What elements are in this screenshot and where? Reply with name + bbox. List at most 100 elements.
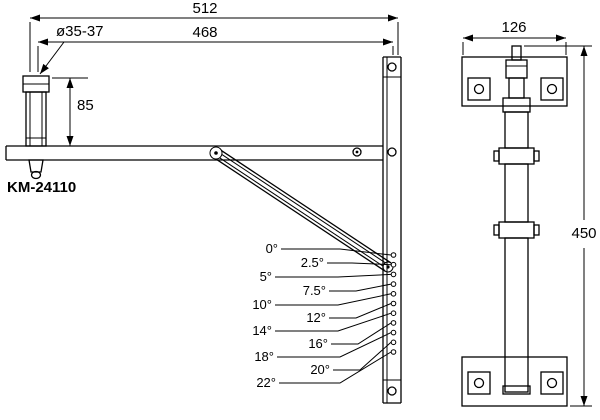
support-arm (5, 145, 383, 161)
bolt-square-left (467, 77, 491, 101)
bracket-arm-bolt (387, 147, 397, 157)
arrow-down (580, 396, 588, 406)
dim-arm-width: 468 (37, 24, 394, 72)
dim-label-468: 468 (192, 24, 217, 41)
leader-2-5deg (327, 262, 392, 266)
angle-hole-6 (390, 310, 397, 317)
clamp-upper (498, 147, 535, 165)
angle-hole-4 (390, 291, 397, 297)
pole-neck (508, 77, 525, 99)
leader-5deg (275, 273, 392, 278)
angle-hole-5 (390, 300, 397, 307)
strut-top-joint-center (214, 151, 218, 155)
dim-label-diameter: ø35-37 (56, 23, 104, 40)
dim-label-85: 85 (77, 97, 94, 114)
arrow-down (66, 136, 74, 146)
clamp-lower (498, 221, 535, 239)
pole-cap-side (505, 59, 528, 79)
leader-14deg (275, 312, 392, 332)
angle-hole-7 (390, 320, 397, 326)
leader-18deg (277, 332, 392, 358)
front-view: 512 468 ø35-37 85 (5, 0, 402, 404)
bolt-square-right (540, 77, 564, 101)
angle-label-0: 0° (266, 241, 278, 256)
angle-label-22: 22° (256, 375, 276, 390)
clamp-lower-tab-right (533, 224, 540, 236)
dim-total-width: 512 (29, 0, 399, 72)
strut-outer-lower (212, 156, 386, 272)
angle-hole-9 (390, 339, 397, 346)
angle-hole-3 (390, 281, 397, 287)
arrow (40, 63, 49, 74)
leader-20deg (333, 341, 392, 371)
leader-16deg (331, 322, 392, 345)
pole-collar (502, 97, 531, 113)
angle-label-14: 14° (252, 323, 272, 338)
dim-label-512: 512 (192, 0, 217, 17)
dim-pole-diameter: ø35-37 (39, 23, 104, 75)
arm-bolt-center (355, 150, 359, 154)
leader-0deg (281, 248, 392, 256)
arrow-up (580, 46, 588, 56)
angle-label-5: 5° (260, 269, 272, 284)
leader-12deg (329, 303, 392, 319)
angle-label-16: 16° (308, 336, 328, 351)
bolt-hole-left (473, 377, 485, 389)
arrow-right (383, 38, 393, 46)
arrow-left (30, 14, 40, 22)
angle-hole-1 (390, 261, 397, 268)
angle-hole-0 (390, 252, 397, 258)
angle-label-10: 10° (252, 297, 272, 312)
pole-lower-knob (28, 159, 44, 173)
wall-bracket-front (382, 56, 402, 404)
pole-lower-tip (30, 170, 42, 180)
arrow-up (66, 78, 74, 88)
bolt-hole-left (473, 83, 485, 95)
dim-label-126: 126 (501, 19, 526, 36)
top-knob (511, 45, 522, 61)
angle-label-18: 18° (254, 349, 274, 364)
top-wall-plate (461, 56, 568, 107)
bottom-wall-plate (461, 356, 568, 407)
arrow-left (38, 38, 48, 46)
leader-7-5deg (329, 283, 392, 292)
tube-lower (504, 237, 529, 393)
pole-side-profile (493, 45, 540, 395)
angle-label-2-5: 2.5° (301, 255, 324, 270)
arm-bolt (352, 147, 362, 157)
model-label: KM-24110 (7, 179, 76, 196)
tube-middle (504, 163, 529, 223)
tube-bottom-cap (502, 385, 531, 395)
strut-inner-upper (216, 150, 390, 266)
angle-hole-8 (390, 329, 397, 336)
bolt-square-right (540, 371, 564, 395)
strut-outer-upper (218, 148, 392, 264)
clamp-lower-tab-left (493, 224, 500, 236)
angle-label-20: 20° (310, 362, 330, 377)
strut-inner-lower (214, 154, 388, 270)
angle-hole-2 (390, 271, 397, 278)
arrow-left (463, 34, 473, 42)
dim-pole-height: 85 (52, 77, 94, 146)
leader-22deg (279, 351, 392, 384)
bolt-hole-right (546, 83, 558, 95)
speaker-pole-front (22, 75, 50, 180)
angle-callouts: 0° 2.5° 5° 7.5° 10° 12° 14° 16° 18° 20° … (252, 241, 392, 390)
angle-label-7-5: 7.5° (303, 283, 326, 298)
arrow-right (556, 34, 566, 42)
plate (461, 56, 568, 107)
bolt-hole-right (546, 377, 558, 389)
plate (461, 356, 568, 407)
leader-10deg (275, 293, 392, 306)
diagonal-strut (209, 146, 394, 273)
bracket-bottom-bolt (387, 386, 397, 396)
side-view: 126 450 (461, 19, 597, 407)
clamp-upper-tab-right (533, 150, 540, 162)
dim-label-450: 450 (571, 225, 596, 242)
angle-hole-10 (390, 349, 397, 355)
dim-depth: 126 (462, 19, 567, 55)
clamp-upper-tab-left (493, 150, 500, 162)
bolt-square-left (467, 371, 491, 395)
